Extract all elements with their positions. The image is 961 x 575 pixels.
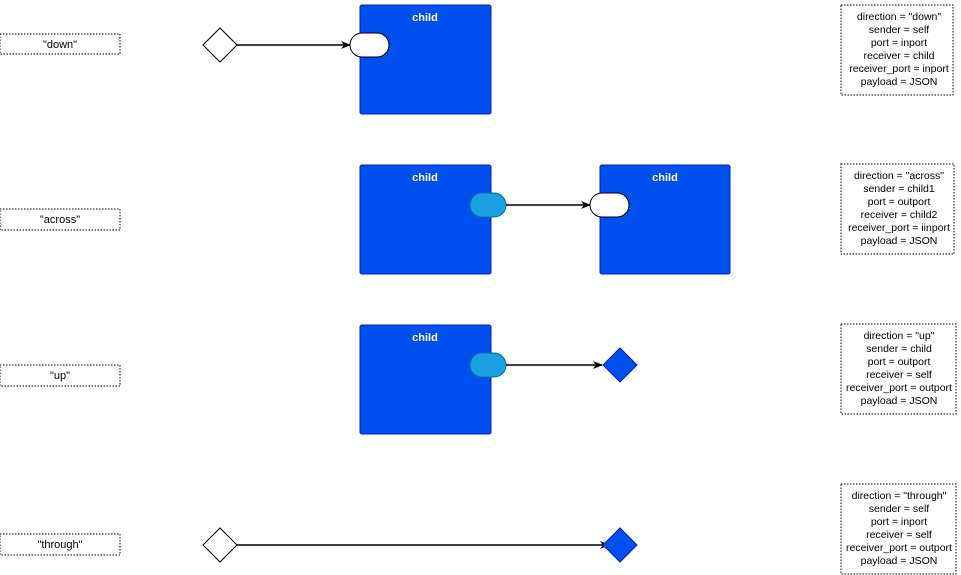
child-box[interactable]: child	[359, 324, 492, 435]
child-box[interactable]: child	[359, 4, 492, 115]
row-label-text-up: "up"	[50, 370, 70, 382]
info-box-up: direction = "up" sender = child port = o…	[840, 323, 957, 415]
info-line: direction = "through"	[852, 490, 947, 502]
info-line: sender = self	[869, 24, 929, 36]
self-inport-diamond-icon[interactable]	[202, 27, 238, 63]
info-line: receiver_port = outport	[846, 542, 952, 554]
info-line: port = outport	[868, 196, 931, 208]
row-through: "through" direction = "through" sender =…	[0, 483, 957, 575]
row-label-through: "through"	[0, 533, 121, 556]
info-line: sender = child1	[863, 183, 935, 195]
self-outport-diamond-icon[interactable]	[602, 527, 638, 563]
info-line: receiver = child	[864, 50, 935, 62]
info-line: receiver = self	[866, 369, 932, 381]
child-inport-icon[interactable]	[349, 32, 390, 58]
row-across: "across" child child direction = "across…	[0, 163, 955, 275]
row-label-down: "down"	[0, 33, 121, 55]
child-inport-icon[interactable]	[589, 192, 630, 218]
info-line: port = outport	[868, 356, 931, 368]
info-line: direction = "down"	[857, 11, 941, 23]
info-line: receiver_port = inport	[849, 63, 949, 75]
child-box-receiver[interactable]: child	[599, 164, 731, 275]
row-label-text-down: "down"	[43, 39, 77, 51]
child-outport-icon[interactable]	[469, 352, 507, 378]
info-line: payload = JSON	[861, 76, 938, 88]
row-label-across: "across"	[0, 208, 121, 231]
info-line: payload = JSON	[861, 395, 938, 407]
self-outport-diamond-icon[interactable]	[602, 347, 638, 383]
info-line: direction = "up"	[864, 330, 935, 342]
row-label-up: "up"	[0, 364, 121, 387]
info-line: receiver_port = iinport	[848, 222, 950, 234]
info-line: payload = JSON	[861, 235, 938, 247]
self-inport-diamond-icon[interactable]	[202, 527, 238, 563]
child-box-title: child	[412, 12, 438, 24]
info-box-down: direction = "down" sender = self port = …	[840, 4, 954, 96]
info-line: sender = child	[866, 343, 932, 355]
row-label-text-through: "through"	[37, 539, 82, 551]
info-line: direction = "across"	[854, 170, 944, 182]
info-line: payload = JSON	[861, 555, 938, 567]
info-line: receiver_port = outport	[846, 382, 952, 394]
info-line: port = inport	[871, 516, 927, 528]
child-box-title: child	[412, 332, 438, 344]
info-line: port = inport	[871, 37, 927, 49]
child-outport-icon[interactable]	[469, 192, 507, 218]
info-line: sender = self	[869, 503, 929, 515]
child-box-title: child	[412, 172, 438, 184]
info-line: receiver = child2	[861, 209, 938, 221]
row-down: "down" child direction = "down" sender =…	[0, 4, 954, 115]
info-box-across: direction = "across" sender = child1 por…	[840, 163, 955, 255]
info-line: receiver = self	[866, 529, 932, 541]
row-up: "up" child direction = "up" sender = chi…	[0, 323, 957, 435]
row-label-text-across: "across"	[40, 214, 80, 226]
info-box-through: direction = "through" sender = self port…	[840, 483, 957, 575]
child-box-sender[interactable]: child	[359, 164, 492, 275]
child-box-title: child	[652, 172, 678, 184]
